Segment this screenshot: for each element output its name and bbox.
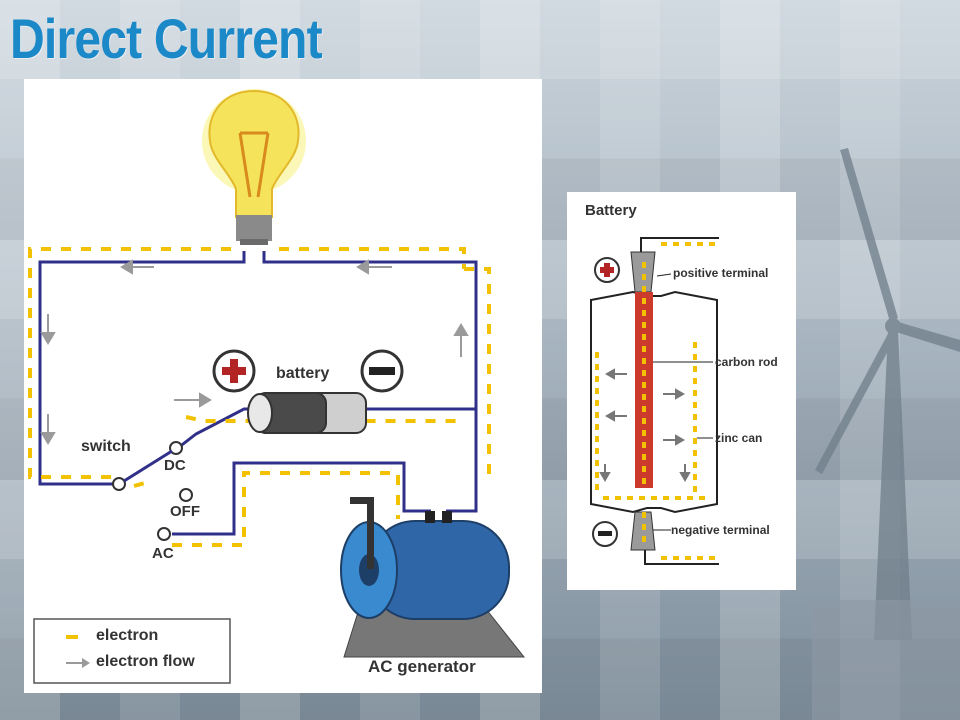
positive-icon xyxy=(594,257,620,283)
positive-terminal-label: positive terminal xyxy=(673,266,769,280)
switch-terminals xyxy=(112,441,193,541)
legend-electron-label: electron xyxy=(96,627,159,644)
switch-position-ac: AC xyxy=(152,545,174,562)
circuit-diagram-panel: battery switch DC OFF AC AC generator el… xyxy=(24,79,542,693)
battery-cross-section xyxy=(590,237,719,565)
carbon-rod-label: carbon rod xyxy=(715,355,778,369)
slide-title: Direct Current xyxy=(10,7,323,70)
battery-diagram-title: Battery xyxy=(585,202,637,219)
carbon-rod xyxy=(635,292,653,488)
legend-arrow-head xyxy=(82,658,90,668)
battery-electrons xyxy=(595,242,717,560)
switch-lever xyxy=(123,449,173,483)
negative-icon xyxy=(592,521,618,547)
minus-icon xyxy=(360,349,404,393)
legend-box xyxy=(33,618,231,684)
switch-position-off: OFF xyxy=(170,503,200,520)
light-bulb-icon xyxy=(202,89,306,245)
zinc-can-outline xyxy=(590,290,718,514)
zinc-can-label: zinc can xyxy=(715,431,763,445)
battery-label: battery xyxy=(276,365,330,382)
battery-flow-arrows xyxy=(599,368,691,483)
battery-icon xyxy=(247,392,367,434)
flow-arrows xyxy=(40,259,469,445)
leader-lines xyxy=(653,273,713,531)
negative-terminal-label: negative terminal xyxy=(671,523,770,537)
circuit-wires xyxy=(38,251,478,536)
generator-icon xyxy=(340,497,526,658)
switch-label: switch xyxy=(81,438,131,455)
electron-path xyxy=(28,247,491,547)
battery-diagram-panel: Battery positive terminal carbon rod zin… xyxy=(567,192,796,590)
plus-icon xyxy=(212,349,256,393)
legend-electron-flow-label: electron flow xyxy=(96,653,195,670)
switch-position-dc: DC xyxy=(164,457,186,474)
generator-label: AC generator xyxy=(368,657,476,676)
circuit-diagram xyxy=(28,89,526,684)
